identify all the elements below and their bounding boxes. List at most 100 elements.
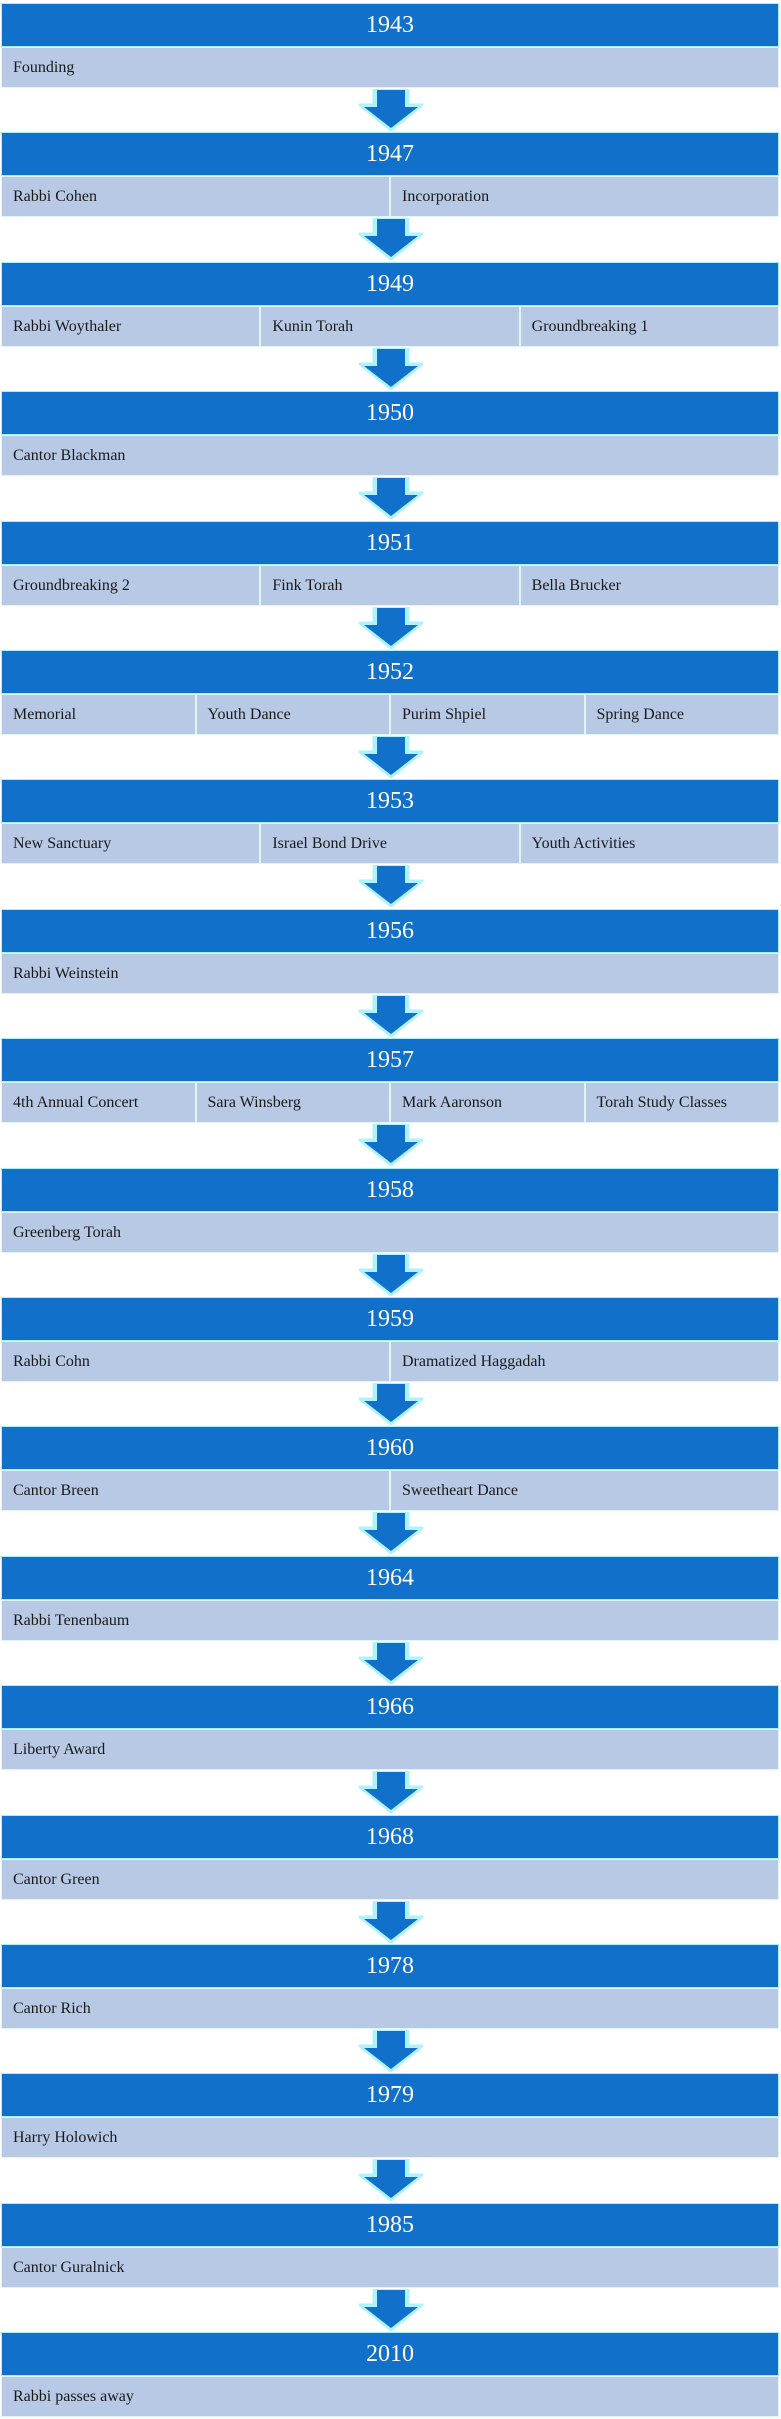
event-item: Mark Aaronson (390, 1082, 585, 1123)
year-label: 1943 (1, 3, 779, 47)
down-arrow-icon (358, 1383, 424, 1425)
down-arrow-icon (358, 218, 424, 260)
event-item: Sweetheart Dance (390, 1470, 779, 1511)
event-item: Cantor Breen (1, 1470, 390, 1511)
down-arrow-icon (358, 1901, 424, 1943)
year-label: 1960 (1, 1426, 779, 1470)
event-item: Rabbi Cohen (1, 176, 390, 217)
down-arrow-icon (358, 1254, 424, 1296)
event-item: Rabbi Weinstein (1, 953, 779, 994)
events-row: Cantor Blackman (1, 435, 779, 476)
down-arrow-icon (358, 89, 424, 131)
down-arrow-icon (358, 1771, 424, 1813)
event-item: Cantor Guralnick (1, 2247, 779, 2288)
down-arrow-icon (358, 348, 424, 390)
year-label: 1966 (1, 1685, 779, 1729)
event-item: Sara Winsberg (195, 1082, 390, 1123)
event-item: Youth Dance (195, 694, 390, 735)
year-label: 1958 (1, 1168, 779, 1212)
events-row: Cantor Guralnick (1, 2247, 779, 2288)
event-item: Cantor Rich (1, 1988, 779, 2029)
event-item: Purim Shpiel (390, 694, 585, 735)
event-item: Kunin Torah (260, 306, 520, 347)
year-label: 1947 (1, 132, 779, 176)
down-arrow-icon (358, 477, 424, 519)
year-label: 1978 (1, 1944, 779, 1988)
event-item: Greenberg Torah (1, 1212, 779, 1253)
events-row: Rabbi Weinstein (1, 953, 779, 994)
year-label: 1985 (1, 2203, 779, 2247)
down-arrow-icon (358, 865, 424, 907)
year-label: 1979 (1, 2073, 779, 2117)
event-item: New Sanctuary (1, 823, 261, 864)
event-item: Groundbreaking 2 (1, 565, 261, 606)
down-arrow-icon (358, 2030, 424, 2072)
event-item: Rabbi Woythaler (1, 306, 261, 347)
year-label: 1953 (1, 779, 779, 823)
year-label: 1950 (1, 391, 779, 435)
events-row: Rabbi passes away (1, 2376, 779, 2417)
event-item: Groundbreaking 1 (519, 306, 779, 347)
event-item: Rabbi Cohn (1, 1341, 390, 1382)
down-arrow-icon (358, 1124, 424, 1166)
event-item: Fink Torah (260, 565, 520, 606)
event-item: Memorial (1, 694, 196, 735)
event-item: Incorporation (390, 176, 779, 217)
event-item: Harry Holowich (1, 2117, 779, 2158)
events-row: Harry Holowich (1, 2117, 779, 2158)
year-label: 1957 (1, 1038, 779, 1082)
year-label: 1968 (1, 1815, 779, 1859)
event-item: Cantor Green (1, 1859, 779, 1900)
down-arrow-icon (358, 736, 424, 778)
event-item: Liberty Award (1, 1729, 779, 1770)
events-row: Rabbi Tenenbaum (1, 1600, 779, 1641)
events-row: Liberty Award (1, 1729, 779, 1770)
down-arrow-icon (358, 607, 424, 649)
event-item: Rabbi Tenenbaum (1, 1600, 779, 1641)
event-item: Spring Dance (584, 694, 779, 735)
down-arrow-icon (358, 1512, 424, 1554)
year-label: 1959 (1, 1297, 779, 1341)
event-item: Bella Brucker (519, 565, 779, 606)
events-row: Greenberg Torah (1, 1212, 779, 1253)
event-item: Israel Bond Drive (260, 823, 520, 864)
year-label: 1956 (1, 909, 779, 953)
event-item: Torah Study Classes (584, 1082, 779, 1123)
down-arrow-icon (358, 995, 424, 1037)
down-arrow-icon (358, 2159, 424, 2201)
event-item: Founding (1, 47, 779, 88)
year-label: 1964 (1, 1556, 779, 1600)
year-label: 1949 (1, 262, 779, 306)
event-item: 4th Annual Concert (1, 1082, 196, 1123)
events-row: Cantor Green (1, 1859, 779, 1900)
event-item: Dramatized Haggadah (390, 1341, 779, 1382)
event-item: Cantor Blackman (1, 435, 779, 476)
events-row: Founding (1, 47, 779, 88)
year-label: 2010 (1, 2332, 779, 2376)
event-item: Rabbi passes away (1, 2376, 779, 2417)
